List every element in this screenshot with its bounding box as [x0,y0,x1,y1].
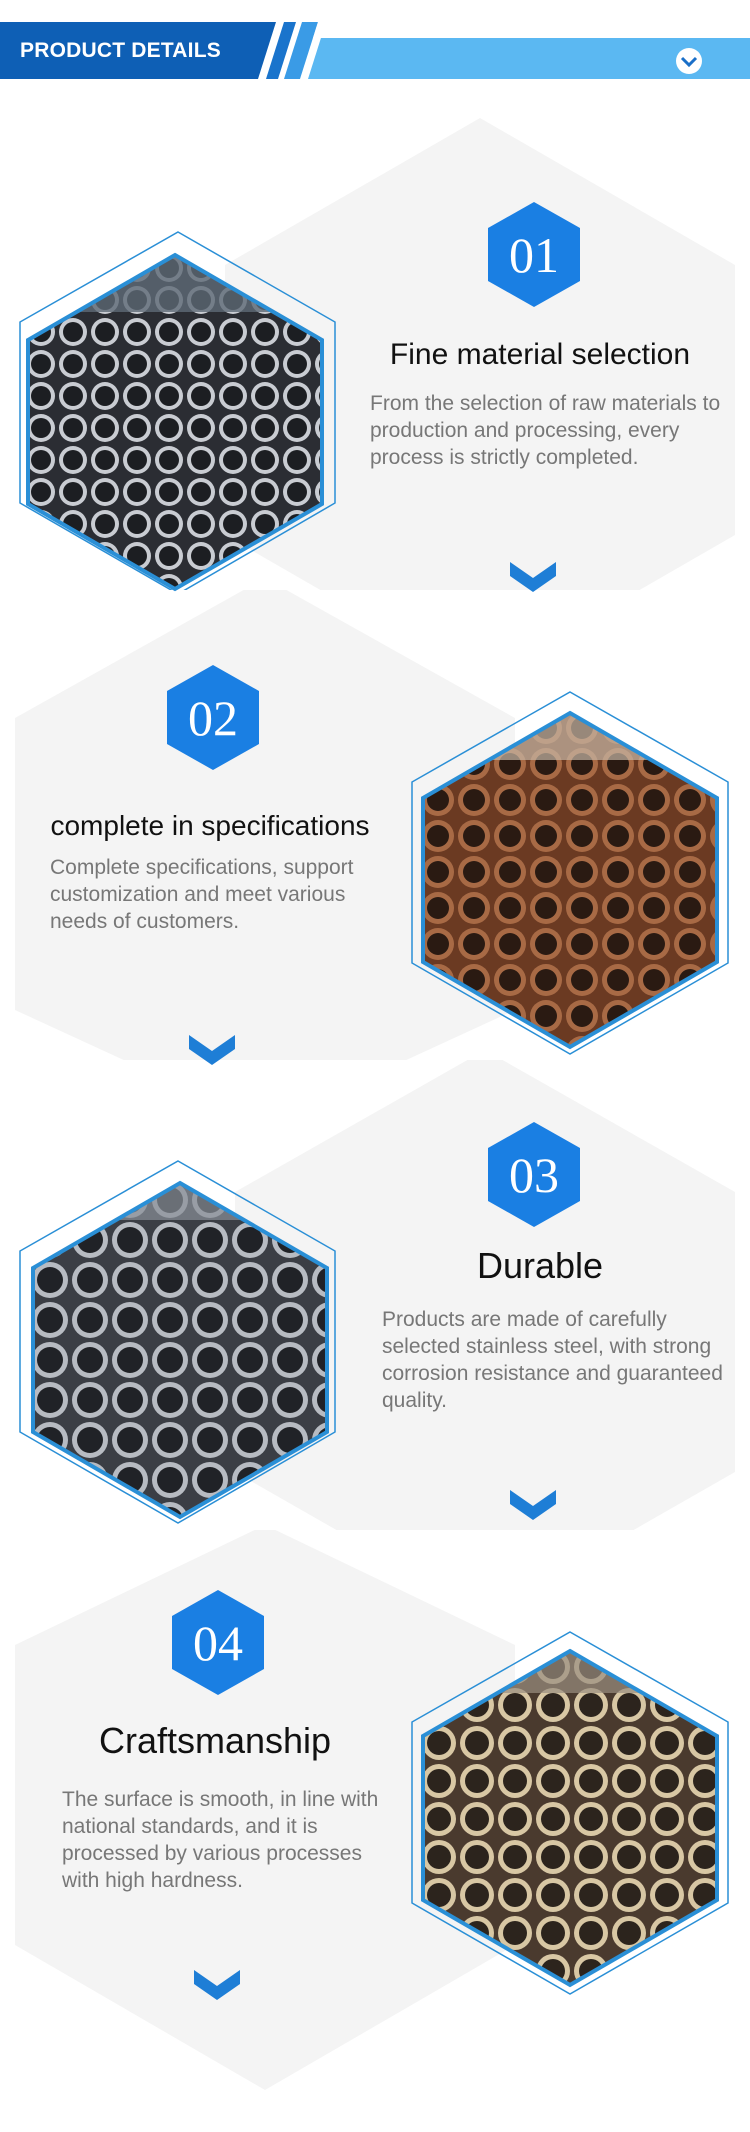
feature-3-title: Durable [476,1245,604,1286]
feature-section-3: 03 Durable Products are made of carefull… [0,1060,750,1530]
steel-pipes-photo-1 [26,252,324,592]
section-1-background [19,118,735,590]
section-3-background [19,1060,735,1530]
chevron-down-icon [510,1490,556,1520]
feature-3-number-badge: 03 [484,1122,584,1227]
section-2-background [15,590,729,1060]
feature-1-title: Fine material selection [389,338,691,371]
feature-1-description: From the selection of raw materials to p… [370,392,721,469]
chevron-down-icon [189,1035,235,1065]
feature-4-number: 04 [193,1615,243,1671]
feature-4-number-badge: 04 [168,1590,268,1695]
steel-pipes-photo-3 [31,1180,329,1520]
product-details-banner: PRODUCT DETAILS [0,22,750,79]
chevron-down-circle-icon[interactable] [674,46,704,76]
feature-2-number: 02 [188,690,238,746]
chevron-down-icon [194,1970,240,2000]
steel-pipes-photo-4 [421,1648,719,1988]
feature-2-number-badge: 02 [163,665,263,770]
feature-3-description: Products are made of carefully selected … [382,1308,723,1412]
steel-pipes-photo-2 [421,710,719,1050]
feature-1-number-badge: 01 [484,202,584,307]
feature-section-2: 02 complete in specifications Complete s… [0,590,750,1065]
feature-4-description: The surface is smooth, in line with nati… [62,1788,379,1892]
feature-section-4: 04 Craftsmanship The surface is smooth, … [0,1530,750,2132]
feature-4-title: Craftsmanship [98,1720,332,1761]
banner-title: PRODUCT DETAILS [20,39,221,62]
feature-1-number: 01 [509,227,559,283]
feature-2-description: Complete specifications, support customi… [50,856,354,933]
feature-3-number: 03 [509,1147,559,1203]
chevron-down-icon [510,562,556,592]
banner-background [0,22,750,79]
section-4-background [15,1530,729,2090]
feature-2-title: complete in specifications [50,810,370,841]
feature-section-1: 01 Fine material selection From the sele… [0,0,750,592]
